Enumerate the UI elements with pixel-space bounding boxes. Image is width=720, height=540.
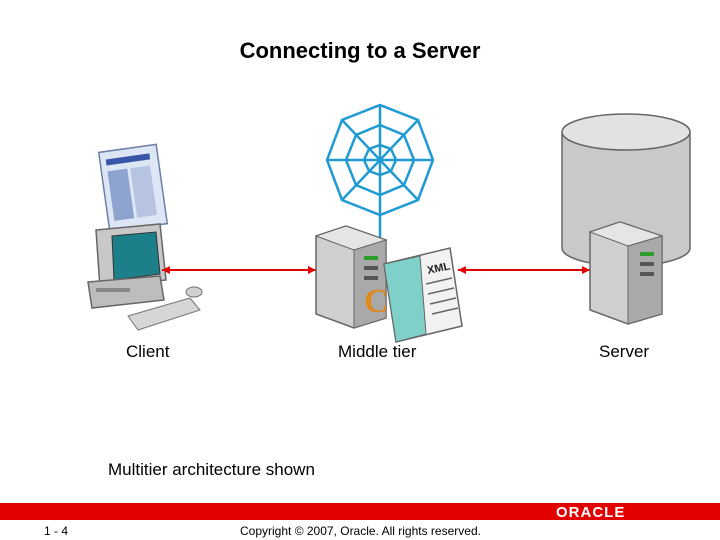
client-document-icon [97, 143, 169, 233]
web-icon [325, 103, 435, 245]
middle-tier-label: Middle tier [338, 342, 417, 361]
slide-number: 1 - 4 [44, 524, 69, 538]
c-letter-label: C [364, 283, 389, 320]
client-label: Client [126, 342, 170, 361]
xml-document-icon: XML C [364, 247, 463, 343]
xml-label: XML [426, 260, 451, 277]
footer-bar [0, 503, 720, 520]
client-computer-icon [87, 223, 203, 331]
slide-title: Connecting to a Server [239, 38, 481, 63]
server-icon [588, 221, 664, 325]
copyright-text: Copyright © 2007, Oracle. All rights res… [240, 524, 481, 538]
oracle-logo: ORACLE [556, 504, 626, 521]
middle-tier-server-icon [314, 225, 388, 329]
server-label: Server [599, 342, 650, 361]
slide-caption: Multitier architecture shown [108, 460, 315, 479]
